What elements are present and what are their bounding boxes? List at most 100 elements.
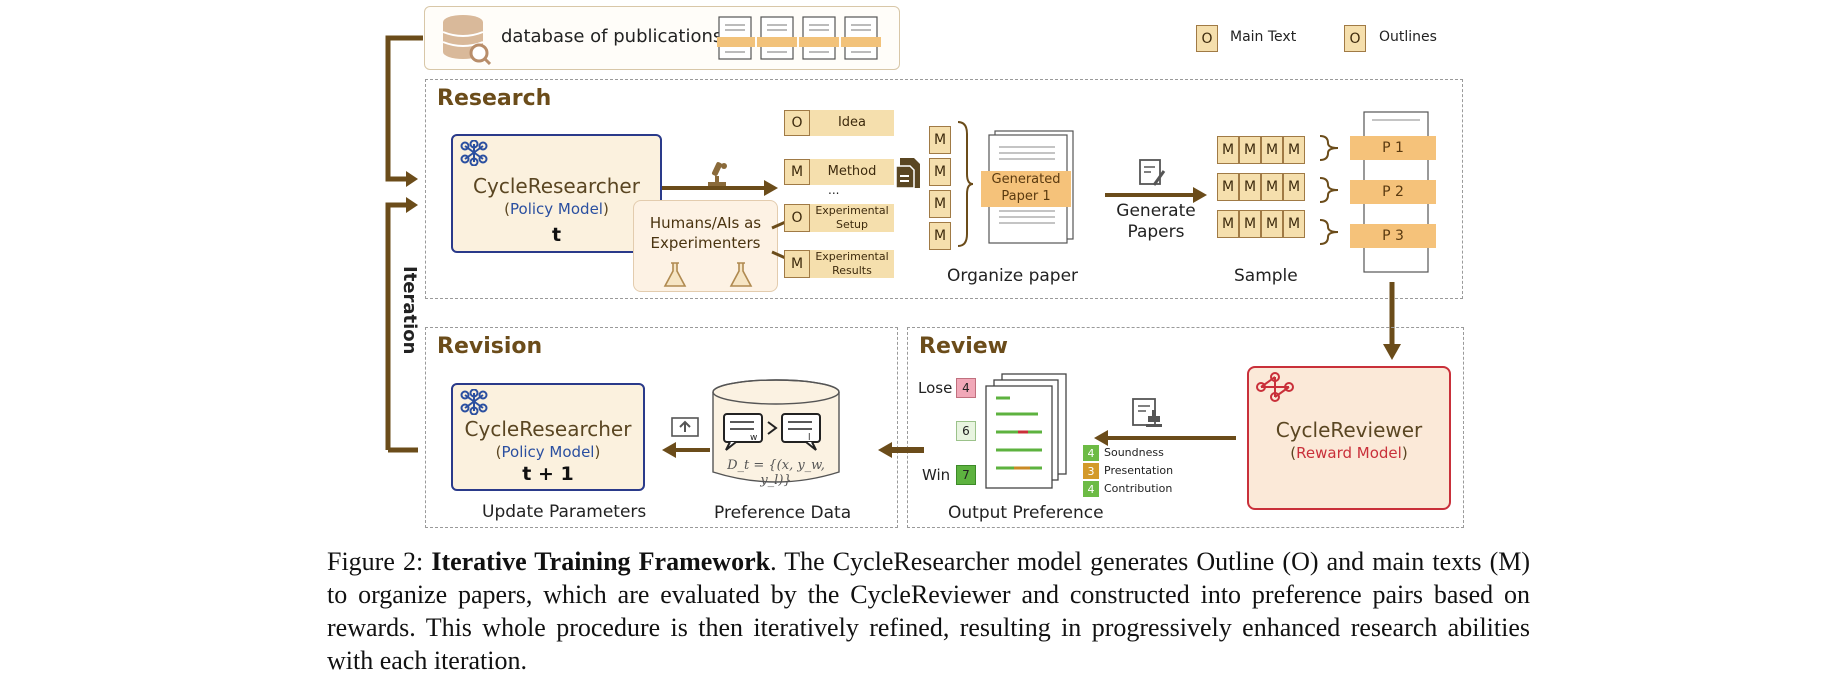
part-results-label: Experimental Results	[815, 250, 889, 277]
sample-cell: M	[1283, 173, 1305, 201]
mid-score: 6	[956, 421, 976, 441]
legend-main-text-marker: O	[1196, 25, 1218, 52]
sample-cell: M	[1261, 136, 1283, 164]
part-setup-letter: O	[784, 204, 810, 232]
sample-label: Sample	[1234, 266, 1298, 286]
researcher-next-step: t + 1	[522, 463, 574, 485]
researcher-name: CycleResearcher	[473, 174, 640, 198]
review-stamp-icon	[1132, 398, 1162, 427]
reviewer-role: (Reward Model)	[1290, 444, 1408, 462]
review-title: Review	[919, 334, 1008, 359]
network-icon	[460, 140, 488, 166]
cycle-reviewer-box: CycleReviewer (Reward Model)	[1247, 366, 1451, 510]
cycle-researcher-next-box: CycleResearcher (Policy Model) t + 1	[451, 383, 645, 491]
stack-cell: M	[929, 222, 951, 250]
output-pref-label: Output Preference	[948, 503, 1104, 523]
sample-cell: M	[1239, 173, 1261, 201]
part-method-letter: M	[784, 159, 810, 185]
parts-ellipsis: ...	[828, 183, 840, 197]
legend-main-text-label: Main Text	[1230, 29, 1297, 45]
pencil-doc-icon	[1139, 159, 1166, 186]
database-icon	[442, 15, 491, 65]
to-reviewer-arrow	[1383, 282, 1401, 360]
network-icon	[1256, 372, 1294, 402]
stack-cell: M	[929, 126, 951, 154]
sample-braces	[1319, 135, 1339, 245]
generate-arrow	[1105, 187, 1207, 203]
reviewer-name: CycleReviewer	[1275, 418, 1423, 442]
soundness-score: 4	[1083, 445, 1099, 461]
part-idea-letter: O	[784, 110, 810, 136]
part-idea-label: Idea	[837, 115, 867, 130]
iteration-label: Iteration	[399, 266, 420, 355]
part-results-letter: M	[784, 250, 810, 278]
researcher-next-role: (Policy Model)	[495, 443, 601, 461]
researcher-to-parts-arrow	[662, 180, 778, 196]
publication-docs-icon	[717, 16, 882, 60]
part-idea: O Idea	[784, 110, 894, 136]
win-score: 7	[956, 465, 976, 485]
sample-cell: M	[1283, 136, 1305, 164]
sample-papers: P 1 P 2 P 3	[1350, 110, 1440, 280]
to-researcher-arrow	[662, 442, 710, 458]
flask-icon	[729, 262, 753, 287]
stack-cell: M	[929, 190, 951, 218]
flask-icon	[663, 262, 687, 287]
main-text-stack: M M M M	[929, 126, 951, 250]
cylinder-icon	[712, 379, 840, 483]
research-title: Research	[437, 86, 552, 111]
caption-prefix: Figure 2:	[327, 547, 432, 576]
sample-p1: P 1	[1350, 136, 1436, 160]
part-method: M Method	[784, 159, 894, 185]
to-pref-data-arrow	[878, 442, 924, 458]
generated-paper: Generated Paper 1	[981, 129, 1075, 245]
iteration-loop-arrows	[385, 35, 423, 453]
soundness-label: Soundness	[1104, 446, 1164, 459]
presentation-score: 3	[1083, 463, 1099, 479]
sample-cell: M	[1239, 136, 1261, 164]
stack-brace	[957, 121, 974, 247]
database-box: database of publications	[424, 6, 900, 70]
part-setup-label: Experimental Setup	[815, 204, 889, 231]
lose-label: Lose	[918, 379, 953, 397]
sample-cell: M	[1217, 173, 1239, 201]
cycle-researcher-box: CycleResearcher (Policy Model) t	[451, 134, 662, 253]
presentation-label: Presentation	[1104, 464, 1174, 477]
upload-icon	[671, 417, 699, 437]
researcher-next-name: CycleResearcher	[464, 417, 632, 441]
network-icon	[460, 389, 488, 415]
pref-l-label: l	[808, 433, 811, 443]
stack-cell: M	[929, 158, 951, 186]
revision-title: Revision	[437, 334, 543, 359]
review-sheets	[985, 373, 1067, 489]
sample-cell: M	[1261, 210, 1283, 238]
contribution-score: 4	[1083, 481, 1099, 497]
sample-cell: M	[1239, 210, 1261, 238]
experimenters-label: Humans/AIs as Experimenters	[649, 214, 762, 252]
generated-paper-label: Generated Paper 1	[981, 171, 1071, 207]
part-method-label: Method	[827, 164, 877, 179]
pref-w-label: w	[750, 433, 758, 443]
part-experimental-setup: O Experimental Setup	[784, 204, 894, 232]
researcher-role: (Policy Model)	[504, 200, 609, 218]
legend-outlines-label: Outlines	[1379, 29, 1437, 45]
sample-cell: M	[1217, 136, 1239, 164]
lose-score: 4	[956, 378, 976, 398]
sample-p2: P 2	[1350, 180, 1436, 204]
researcher-step: t	[551, 224, 562, 246]
sample-cell: M	[1283, 210, 1305, 238]
from-reviewer-arrow	[1094, 430, 1236, 446]
caption-title: Iterative Training Framework	[431, 547, 771, 576]
sample-cell: M	[1261, 173, 1283, 201]
legend-outlines-marker: O	[1344, 25, 1366, 52]
organize-label: Organize paper	[947, 266, 1079, 286]
review-section	[907, 327, 1464, 528]
sample-cell: M	[1217, 210, 1239, 238]
database-label: database of publications	[501, 26, 723, 47]
figure-caption: Figure 2: Iterative Training Framework. …	[327, 545, 1530, 677]
pref-formula: D_t = {(x, y_w, y_l)}	[727, 458, 825, 488]
preference-database: w l D_t = {(x, y_w, y_l)}	[710, 378, 842, 488]
experimenters-box: Humans/AIs as Experimenters	[633, 200, 778, 292]
microscope-icon	[708, 162, 727, 186]
